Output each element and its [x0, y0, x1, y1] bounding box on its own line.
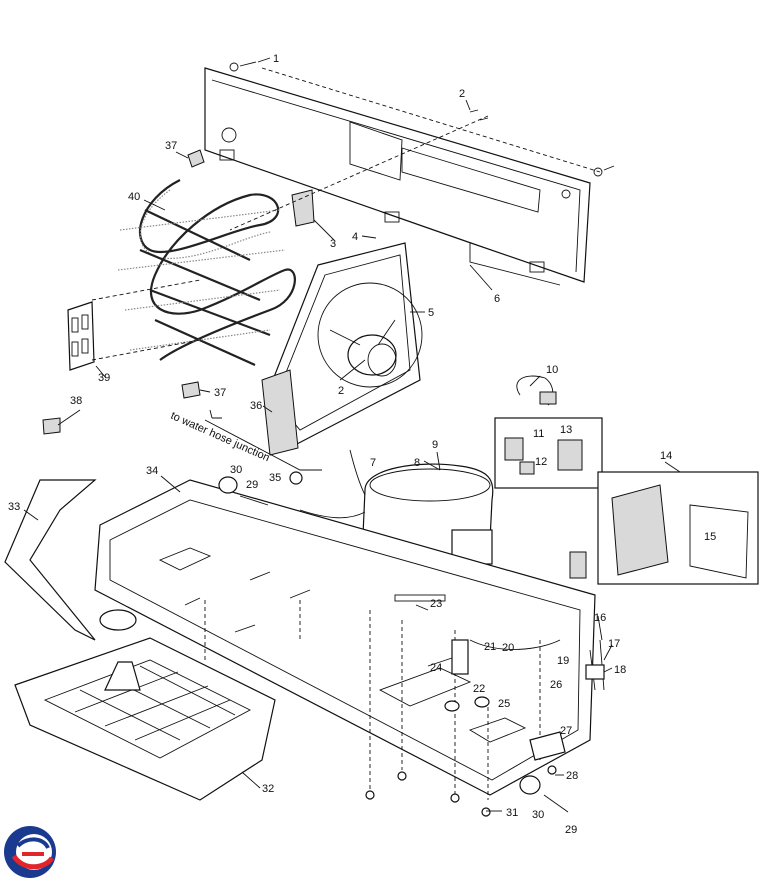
relay-inset	[494, 417, 603, 489]
rear-panel	[204, 67, 591, 286]
screws-top	[229, 61, 615, 177]
callout-21: 21	[484, 641, 496, 653]
callout-33: 33	[8, 501, 20, 513]
water-hose	[204, 409, 322, 471]
control-board-inset	[597, 471, 759, 585]
small-parts	[218, 471, 605, 817]
callout-14: 14	[660, 450, 672, 462]
fan-assembly	[261, 242, 423, 456]
brand-logo	[4, 826, 56, 878]
callout-37: 37	[214, 387, 226, 399]
callout-36: 36	[250, 400, 262, 412]
callout-19: 19	[557, 655, 569, 667]
callout-26: 26	[550, 679, 562, 691]
callout-16: 16	[594, 612, 606, 624]
callout-9: 9	[432, 439, 438, 451]
callout-24: 24	[430, 662, 442, 674]
base-frame	[94, 479, 596, 796]
callout-10: 10	[546, 364, 558, 376]
condenser-coil	[67, 179, 296, 371]
callout-6: 6	[494, 293, 500, 305]
callout-4: 4	[352, 231, 358, 243]
callout-5: 5	[428, 307, 434, 319]
callout-32: 32	[262, 783, 274, 795]
callout-40: 40	[128, 191, 140, 203]
callout-18: 18	[614, 664, 626, 676]
callout-15: 15	[704, 531, 716, 543]
clips	[42, 149, 315, 435]
callout-37: 37	[165, 140, 177, 152]
callout-29: 29	[565, 824, 577, 836]
callout-1: 1	[273, 53, 279, 65]
callout-2: 2	[459, 88, 465, 100]
callout-20: 20	[502, 642, 514, 654]
callout-28: 28	[566, 770, 578, 782]
callout-31: 31	[506, 807, 518, 819]
callout-38: 38	[70, 395, 82, 407]
callout-30: 30	[532, 809, 544, 821]
drip-tray	[14, 637, 276, 801]
side-rail	[4, 479, 137, 641]
callout-39: 39	[98, 372, 110, 384]
callout-23: 23	[430, 598, 442, 610]
leader-lines	[23, 57, 681, 812]
callout-11: 11	[533, 428, 544, 440]
callout-25: 25	[498, 698, 510, 710]
callout-35: 35	[269, 472, 281, 484]
callout-7: 7	[370, 457, 376, 469]
callout-8: 8	[414, 457, 420, 469]
callout-labels: 1 2 2 3 4 5 6 7 8 9 10 11 12 13 14 15 16…	[8, 53, 716, 836]
callout-27: 27	[560, 725, 572, 737]
callout-2: 2	[338, 385, 344, 397]
callout-30: 30	[230, 464, 242, 476]
callout-22: 22	[473, 683, 485, 695]
callout-29: 29	[246, 479, 258, 491]
callout-12: 12	[535, 456, 547, 468]
callout-3: 3	[330, 238, 336, 250]
overload-protector	[516, 375, 557, 406]
callout-34: 34	[146, 465, 158, 477]
callout-13: 13	[560, 424, 572, 436]
